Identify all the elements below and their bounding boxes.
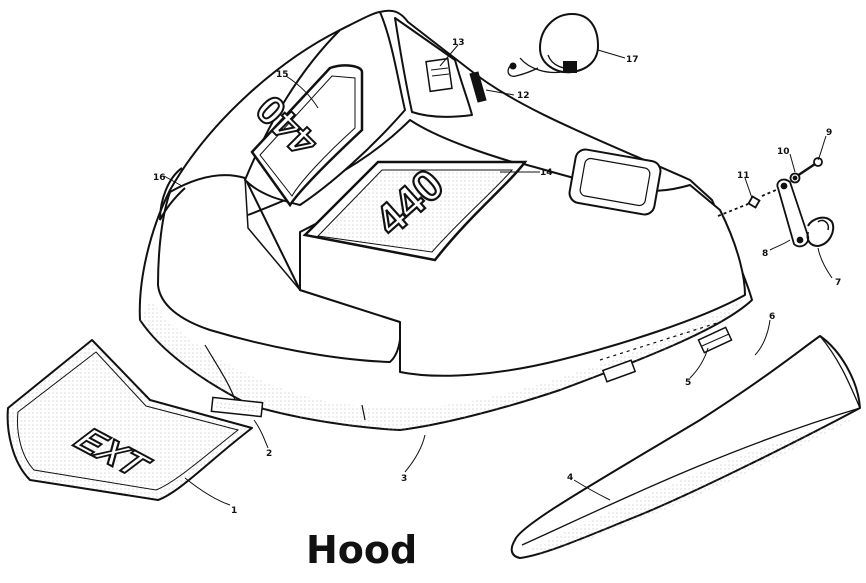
callout-10: 10 bbox=[777, 147, 790, 157]
callout-17: 17 bbox=[626, 55, 639, 65]
callout-3: 3 bbox=[401, 474, 407, 484]
diagram-title: Hood bbox=[306, 528, 418, 572]
callout-14: 14 bbox=[540, 168, 553, 178]
callout-5: 5 bbox=[685, 378, 691, 388]
leader-lines bbox=[163, 44, 833, 506]
callout-11: 11 bbox=[737, 171, 750, 181]
callout-4: 4 bbox=[567, 473, 573, 483]
callout-6: 6 bbox=[769, 312, 775, 322]
trim-strip bbox=[469, 71, 487, 103]
callout-13: 13 bbox=[452, 38, 465, 48]
callout-1: 1 bbox=[231, 506, 237, 516]
headlight-recess bbox=[568, 148, 662, 216]
callout-numbers: 1 2 3 4 5 6 7 8 9 10 11 12 13 14 15 16 1… bbox=[153, 38, 841, 516]
reflector-2 bbox=[210, 396, 264, 418]
decal-13 bbox=[425, 57, 453, 93]
callout-7: 7 bbox=[835, 278, 841, 288]
callout-15: 15 bbox=[276, 70, 289, 80]
callout-12: 12 bbox=[517, 91, 530, 101]
top-decal-panel: 440 bbox=[302, 159, 528, 262]
windshield-edge bbox=[244, 177, 301, 291]
side-panel-part bbox=[510, 335, 861, 559]
hood-shading bbox=[140, 298, 745, 430]
hinge-5 bbox=[601, 326, 733, 383]
callout-16: 16 bbox=[153, 173, 166, 183]
headlight-bulb bbox=[507, 12, 600, 77]
mud-flap-part: EXT bbox=[6, 339, 253, 501]
callout-8: 8 bbox=[762, 249, 768, 259]
callout-9: 9 bbox=[826, 128, 832, 138]
bracket-assembly bbox=[717, 157, 835, 248]
callout-2: 2 bbox=[266, 449, 272, 459]
